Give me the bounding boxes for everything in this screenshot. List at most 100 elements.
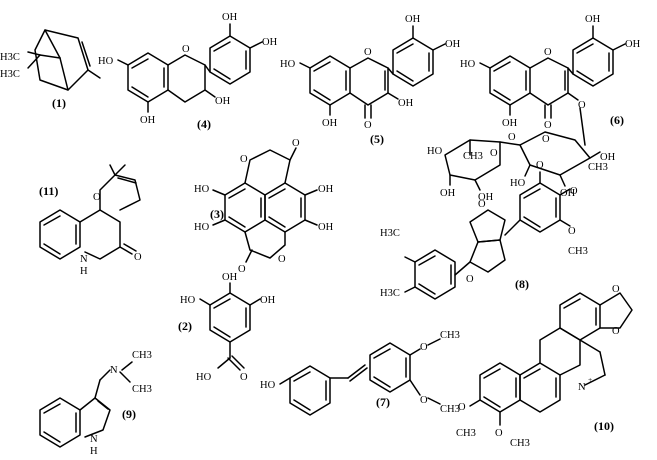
compound-4-atom-1: OH: [262, 37, 278, 48]
compound-10-structure: O O N + O O CH3 CH3 (10): [456, 284, 633, 449]
compound-8-structure: O O O O O H3C H3C CH3 CH3 (8): [380, 160, 608, 300]
compound-1-structure: H3C H3C (1): [0, 29, 101, 110]
compound-7-structure: HO O CH3 O CH3 (7): [260, 330, 460, 416]
compound-8-atom-2: O: [536, 160, 544, 171]
compound-9-label: (9): [122, 407, 136, 421]
compound-6-atom-15: OH: [560, 188, 576, 199]
compound-2-atom-3: HO: [196, 372, 212, 383]
compound-5-atom-1: OH: [445, 39, 461, 50]
compound-8-label: (8): [515, 277, 529, 291]
compound-4-atom-0: OH: [222, 12, 238, 23]
compound-6-atom-10: O: [490, 148, 498, 159]
compound-8-atom-8: CH3: [568, 246, 588, 257]
compound-8-atom-6: H3C: [380, 288, 400, 299]
compound-6-atom-5: OH: [502, 118, 518, 129]
compound-6-atom-9: CH3: [463, 151, 483, 162]
compound-3-atom-6: OH: [318, 184, 334, 195]
compound-3-label: (3): [210, 207, 224, 221]
compound-6-atom-13: OH: [478, 192, 494, 203]
compound-7-atom-0: HO: [260, 380, 276, 391]
compound-5-atom-6: O: [364, 120, 372, 131]
compound-10-atom-0: O: [612, 284, 620, 295]
compound-11-atom-0: O: [93, 192, 101, 203]
compound-3-atom-1: O: [292, 138, 300, 149]
compound-8-atom-0: O: [478, 199, 486, 210]
compound-8-atom-1: O: [466, 274, 474, 285]
compound-2-atom-1: HO: [180, 295, 196, 306]
compound-10-atom-2: N: [578, 382, 586, 393]
compound-7-atom-1: O: [420, 342, 428, 353]
compound-8-atom-4: O: [568, 226, 576, 237]
compound-6-atom-8: O: [542, 134, 550, 145]
compound-5-atom-3: O: [364, 47, 372, 58]
compound-10-atom-7: CH3: [510, 438, 530, 449]
compound-6-label: (6): [610, 113, 624, 127]
compound-3-atom-3: HO: [194, 222, 210, 233]
compound-3-structure: O O HO HO O O OH OH (3): [194, 138, 334, 275]
compound-4-atom-4: OH: [215, 96, 231, 107]
compound-5-atom-4: OH: [398, 98, 414, 109]
compound-9-atom-3: N: [90, 434, 98, 445]
compound-4-atom-3: O: [182, 44, 190, 55]
compound-4-structure: OH OH HO O OH OH (4): [98, 12, 278, 131]
compound-3-atom-5: O: [238, 264, 246, 275]
compound-2-atom-4: O: [240, 372, 248, 383]
compound-6-atom-0: OH: [585, 14, 601, 25]
compound-8-atom-5: H3C: [380, 228, 400, 239]
compound-4-atom-5: OH: [140, 115, 156, 126]
compound-4-label: (4): [197, 117, 211, 131]
compound-6-atom-1: OH: [625, 39, 641, 50]
compound-9-atom-0: N: [110, 365, 118, 376]
compound-5-atom-2: HO: [280, 59, 296, 70]
compound-6-atom-3: O: [544, 47, 552, 58]
compound-3-atom-4: O: [278, 254, 286, 265]
compound-10-atom-5: O: [495, 428, 503, 439]
compound-10-label: (10): [594, 419, 614, 433]
compound-2-atom-0: OH: [222, 272, 238, 283]
compound-1-atom-0: H3C: [0, 52, 20, 63]
compound-8-atom-3: O: [570, 186, 578, 197]
compound-10-atom-6: CH3: [456, 428, 476, 439]
compound-11-atom-3: O: [134, 252, 142, 263]
compound-9-structure: N CH3 CH3 N H (9): [39, 350, 152, 457]
compound-3-atom-2: HO: [194, 184, 210, 195]
compound-3-atom-0: O: [240, 154, 248, 165]
compound-6-atom-12: OH: [440, 188, 456, 199]
compound-7-atom-2: CH3: [440, 330, 460, 341]
compound-6-atom-2: HO: [460, 59, 476, 70]
compound-1-label: (1): [52, 96, 66, 110]
compound-1-atom-1: H3C: [0, 69, 20, 80]
compound-2-atom-2: OH: [260, 295, 276, 306]
compound-9-atom-2: CH3: [132, 384, 152, 395]
compound-9-atom-4: H: [90, 446, 98, 457]
compound-5-structure: OH OH HO O OH OH O (5): [280, 14, 461, 146]
compound-10-atom-4: O: [458, 402, 466, 413]
compound-9-atom-1: CH3: [132, 350, 152, 361]
compound-11-atom-2: H: [80, 266, 88, 277]
compound-10-atom-1: O: [612, 326, 620, 337]
compound-4-atom-2: HO: [98, 56, 114, 67]
compound-6-atom-16: OH: [600, 152, 616, 163]
compound-5-atom-0: OH: [405, 14, 421, 25]
compound-7-atom-4: CH3: [440, 404, 460, 415]
compound-2-structure: OH HO OH HO O (2): [178, 272, 276, 383]
compound-2-label: (2): [178, 319, 192, 333]
compound-6-atom-11: HO: [427, 146, 443, 157]
compound-11-label: (11): [39, 184, 58, 198]
compound-7-atom-3: O: [420, 395, 428, 406]
compound-5-label: (5): [370, 132, 384, 146]
compound-10-atom-3: +: [588, 375, 592, 384]
compound-11-structure: O N H O (11): [39, 164, 142, 277]
compound-6-atom-4: O: [578, 100, 586, 111]
compound-6-atom-6: O: [544, 120, 552, 131]
compound-6-structure: OH OH HO O O OH O O O CH3 O HO OH OH HO …: [427, 14, 641, 203]
compound-3-atom-7: OH: [318, 222, 334, 233]
compound-6-atom-14: HO: [510, 178, 526, 189]
compound-5-atom-5: OH: [322, 118, 338, 129]
compound-11-atom-1: N: [80, 254, 88, 265]
compound-6-atom-7: O: [508, 132, 516, 143]
compound-7-label: (7): [376, 395, 390, 409]
compound-8-atom-7: CH3: [588, 162, 608, 173]
